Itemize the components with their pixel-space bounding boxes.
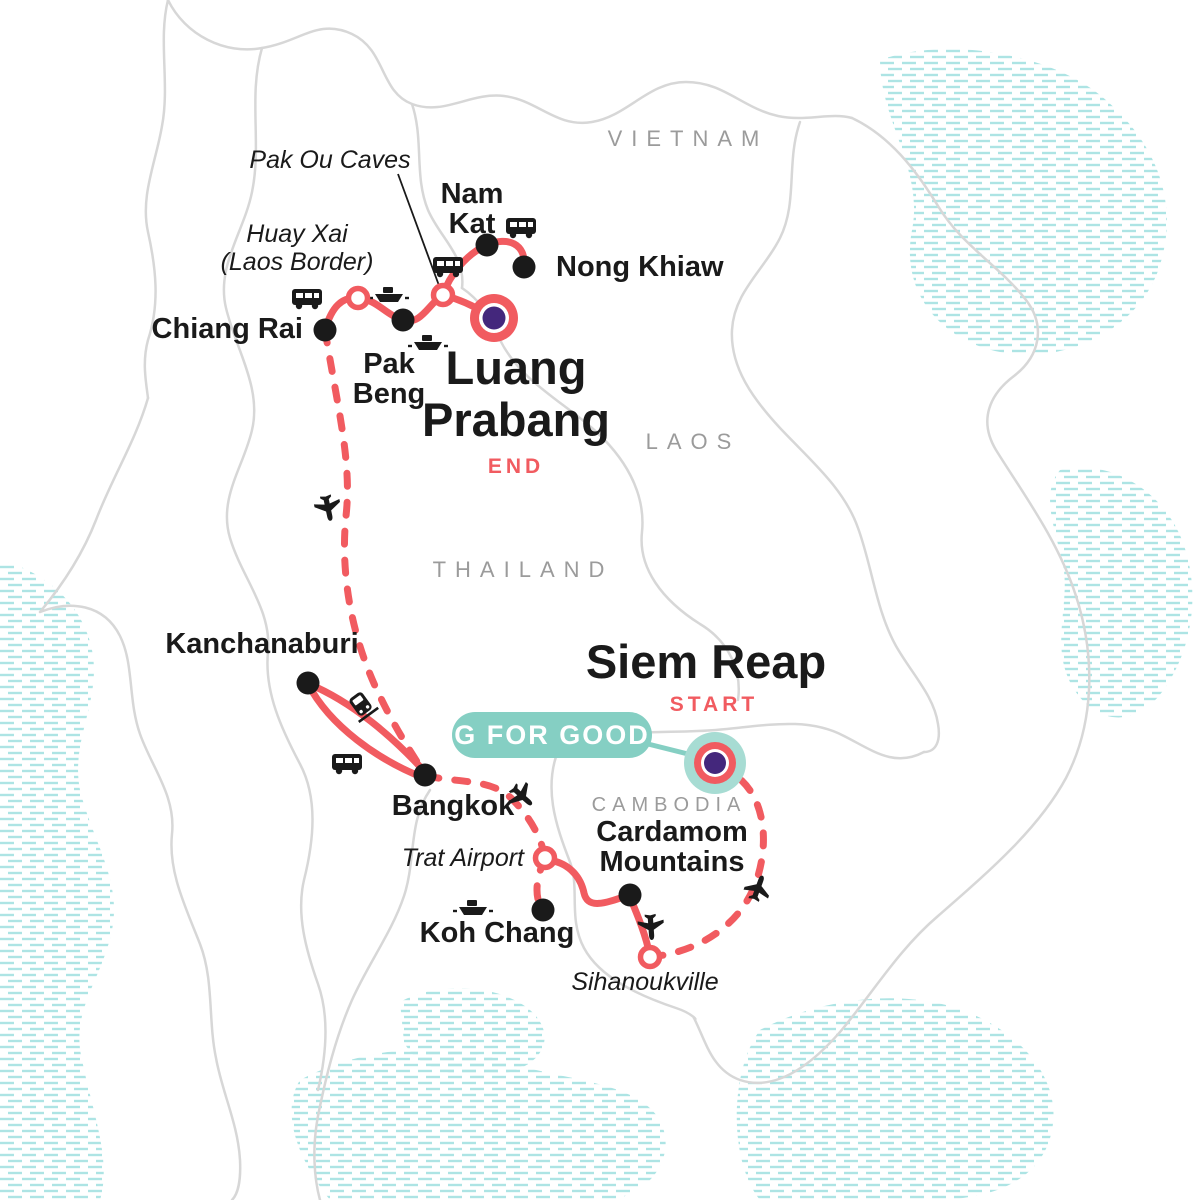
stop-dot-pak-beng: [391, 308, 415, 332]
coast-myanmar-west: [143, 0, 170, 400]
border-china: [166, 0, 854, 125]
label-cardamom-line1: Cardamom: [596, 816, 748, 848]
route-trat-cardamom: [544, 856, 633, 907]
stop-dot-koh-chang: [531, 898, 555, 922]
border-myanmar-thailand: [222, 46, 327, 1092]
water-gulf-of-thailand: [291, 1049, 666, 1200]
region-label-cambodia: CAMBODIA: [592, 794, 747, 816]
transit-circle-trat: [532, 845, 558, 871]
bus-icon: [332, 754, 362, 775]
map-labels: VIETNAM LAOS THAILAND CAMBODIA Pak Ou Ca…: [152, 126, 827, 996]
stop-dot-cardamom: [618, 883, 642, 907]
label-sihanoukville: Sihanoukville: [571, 968, 718, 996]
water-hatching: [0, 48, 1193, 1200]
label-bangkok: Bangkok: [392, 790, 515, 822]
water-bottom-right-sea: [736, 998, 1054, 1200]
route-chiangrai-huayxai-pakbeng: [321, 291, 447, 334]
stop-dot-nong-khiaw: [512, 255, 536, 279]
water-gulf-of-tonkin: [880, 48, 1167, 355]
region-label-laos: LAOS: [646, 429, 741, 454]
bus-icon: [433, 257, 463, 278]
label-cardamom-line2: Mountains: [600, 846, 745, 878]
boat-icon: [451, 898, 495, 917]
bus-icon: [292, 289, 322, 310]
label-chiang-rai: Chiang Rai: [152, 313, 303, 345]
label-huay-xai-line1: Huay Xai: [246, 220, 349, 248]
water-right-sea: [1050, 467, 1193, 718]
label-huay-xai-line2: (Laos Border): [221, 248, 374, 276]
label-nam-kat-line1: Nam: [441, 178, 504, 210]
water-gulf-inlet: [400, 988, 545, 1076]
label-pak-ou-caves: Pak Ou Caves: [249, 146, 410, 174]
region-label-thailand: THAILAND: [433, 557, 614, 582]
label-koh-chang: Koh Chang: [420, 917, 575, 949]
plane-icon: [312, 492, 344, 524]
stop-dot-kanchanaburi: [296, 671, 320, 695]
water-andaman-sea: [0, 560, 115, 1200]
label-start-tag: START: [670, 693, 758, 716]
g-for-good-badge: G FOR GOOD: [452, 712, 705, 761]
stop-dot-nam-kat: [475, 233, 499, 257]
label-nam-kat-line2: Kat: [449, 208, 496, 240]
bus-icon: [506, 218, 536, 239]
coast-gulf-thailand: [313, 788, 432, 1200]
label-pak-beng-line1: Pak: [363, 348, 415, 380]
stop-dot-bangkok: [413, 763, 437, 787]
border-laos-vietnam: [730, 120, 941, 754]
transit-circle-pak-ou: [430, 282, 456, 308]
route-kanchanaburi-loop-upper: [305, 680, 428, 775]
label-kanchanaburi: Kanchanaburi: [165, 628, 358, 660]
label-luang-prabang-line1: Luang: [446, 341, 587, 394]
badge-background: [452, 712, 652, 758]
route-kanchanaburi-loop-lower: [304, 680, 428, 782]
pak-ou-pointer-line: [397, 173, 442, 292]
label-luang-prabang-line2: Prabang: [422, 393, 610, 446]
route-sihanoukville-siemreap-flight: [646, 760, 767, 961]
coast-andaman: [38, 396, 242, 1200]
end-marker-luang-prabang: [470, 294, 518, 342]
transit-circle-huay-xai: [345, 285, 371, 311]
coast-cambodia: [550, 744, 697, 1021]
label-end-tag: END: [488, 455, 544, 478]
transit-circle-sihanoukville: [637, 944, 663, 970]
coast-vietnam: [692, 116, 1091, 1085]
label-nong-khiaw: Nong Khiaw: [556, 251, 724, 283]
route-markers: [296, 233, 746, 970]
start-marker-siem-reap: [684, 732, 746, 794]
label-trat-airport: Trat Airport: [402, 844, 525, 872]
stop-dot-chiang-rai: [313, 318, 337, 342]
badge-label: G FOR GOOD: [454, 720, 650, 750]
route-chiangrai-bangkok-flight: [321, 326, 428, 777]
country-borders: [38, 0, 1091, 1200]
label-siem-reap: Siem Reap: [586, 635, 826, 688]
label-pak-beng-line2: Beng: [353, 378, 426, 410]
region-label-vietnam: VIETNAM: [608, 126, 769, 151]
